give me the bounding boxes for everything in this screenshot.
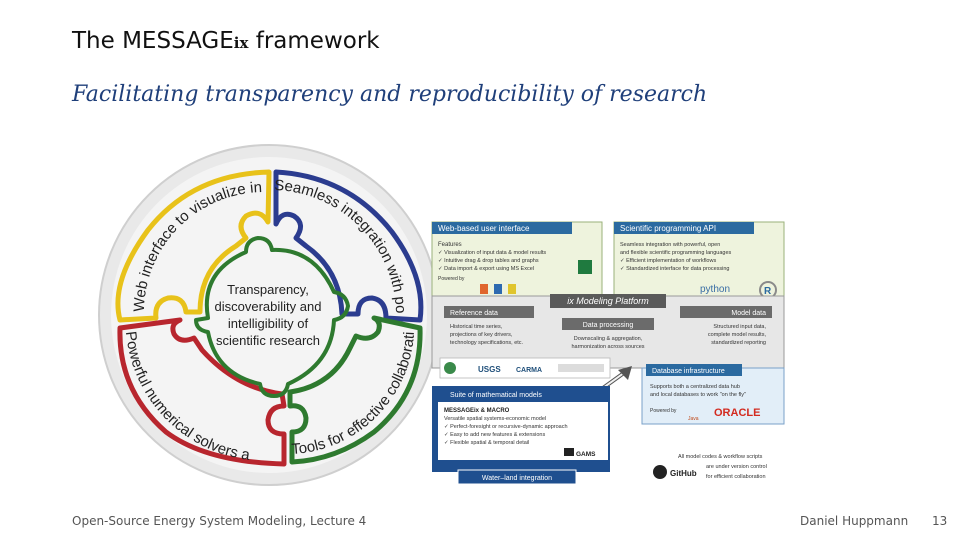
web-ui-title: Web-based user interface: [438, 224, 530, 233]
ref-line-3: technology specifications, etc.: [450, 340, 524, 346]
md-header: [680, 306, 772, 318]
title-main: The MESSAGE: [72, 28, 234, 54]
md-title: Model data: [731, 310, 766, 317]
api-title: Scientific programming API: [620, 224, 716, 233]
wheel-inner-rim: [111, 157, 427, 473]
suite-line-1: Versatile spatial systems-economic model: [444, 416, 546, 422]
ix-platform-diagram: Web-based user interface Features ✓ Visu…: [431, 221, 785, 485]
piece-red: [117, 317, 287, 467]
footer-author: Daniel Huppmann: [800, 514, 909, 528]
github-logo: GitHub: [670, 469, 697, 478]
suite-line-2: ✓ Perfect-foresight or recursive-dynamic…: [444, 424, 568, 430]
center-line-1: Transparency,: [227, 282, 309, 297]
java-logo: Java: [688, 416, 699, 422]
slide-subtitle: Facilitating transparency and reproducib…: [72, 82, 708, 107]
db-powered: Powered by: [650, 408, 677, 414]
oracle-logo: ORACLE: [714, 407, 760, 419]
gh-line-1: All model codes & workflow scripts: [678, 454, 763, 460]
title-subscript: ix: [233, 34, 249, 52]
api-box: [613, 221, 785, 301]
web-ui-powered: Powered by: [438, 276, 465, 282]
dp-line-1: Downscaling & aggregation,: [574, 336, 643, 342]
logo-strip: [439, 357, 611, 379]
web-ui-box: [431, 221, 603, 301]
gh-line-3: for efficient collaboration: [706, 474, 766, 480]
suite-line-4: ✓ Flexible spatial & temporal detail: [444, 440, 529, 446]
api-line-1: Seamless integration with powerful, open: [620, 242, 720, 248]
title-tail: framework: [248, 28, 380, 54]
center-line-3: intelligibility of: [228, 316, 309, 331]
suite-line-3: ✓ Easy to add new features & extensions: [444, 432, 545, 438]
css3-icon: [494, 284, 502, 294]
suite-line-0: MESSAGEix & MACRO: [444, 408, 510, 414]
ref-header: [444, 306, 534, 318]
db-box: [641, 367, 785, 425]
wl-header: [457, 469, 577, 485]
web-ui-features: Features: [438, 242, 462, 248]
gams-icon: [564, 448, 574, 456]
db-line-1: Supports both a centralized data hub: [650, 384, 740, 390]
piece-green: [287, 315, 423, 465]
piece-blue: [273, 169, 424, 323]
api-line-3: ✓ Efficient implementation of workflows: [620, 258, 716, 264]
ref-line-1: Historical time series,: [450, 324, 503, 330]
center-line-2: discoverability and: [215, 299, 322, 314]
web-ui-line-2: ✓ Intuitive drag & drop tables and graph…: [438, 258, 539, 264]
page-number: 13: [932, 514, 948, 528]
logo-circle-icon: [444, 362, 456, 374]
gh-line-2: are under version control: [706, 464, 767, 470]
md-line-2: complete model results,: [708, 332, 767, 338]
ref-line-2: projections of key drivers,: [450, 332, 513, 338]
dp-title: Data processing: [583, 322, 634, 329]
piece-yellow: [115, 169, 272, 323]
api-line-2: and flexible scientific programming lang…: [620, 250, 732, 256]
puzzle-wheel: Web interface to visualize input data & …: [96, 142, 440, 486]
md-line-1: Structured input data,: [713, 324, 766, 330]
github-icon: [653, 465, 667, 479]
html5-icon: [480, 284, 488, 294]
slide-title: The MESSAGEix framework: [72, 28, 380, 54]
platform-title: ix Modeling Platform: [567, 296, 649, 306]
piece-center: [194, 236, 350, 398]
ref-title: Reference data: [450, 310, 498, 317]
dp-header: [562, 318, 654, 330]
api-header: [614, 222, 754, 234]
md-line-3: standardized reporting: [711, 340, 766, 346]
platform-header: [550, 294, 666, 308]
logo-other: [558, 364, 604, 372]
data-arrow-head-top: [618, 366, 632, 380]
center-line-4: scientific research: [216, 333, 320, 348]
logo-carma: CARMA: [516, 367, 542, 374]
python-logo: python: [700, 284, 730, 295]
web-ui-header: [432, 222, 572, 234]
gams-logo: GAMS: [576, 451, 596, 458]
web-ui-line-3: ✓ Data import & export using MS Excel: [438, 266, 534, 272]
api-line-4: ✓ Standardized interface for data proces…: [620, 266, 729, 272]
suite-title: Suite of mathematical models: [450, 392, 542, 399]
db-title: Database infrastructure: [652, 368, 725, 375]
js-icon: [508, 284, 516, 294]
excel-icon: [578, 260, 592, 274]
footer-course: Open-Source Energy System Modeling, Lect…: [72, 514, 367, 528]
suite-inner: [438, 402, 608, 460]
dp-line-2: harmonization across sources: [571, 344, 644, 350]
wl-title: Water–land integration: [482, 475, 552, 482]
db-line-2: and local databases to work "on the fly": [650, 392, 746, 398]
web-ui-line-1: ✓ Visualization of input data & model re…: [438, 250, 546, 256]
logo-usgs: USGS: [478, 365, 501, 374]
r-logo: R: [764, 286, 772, 297]
db-header: [646, 364, 742, 376]
